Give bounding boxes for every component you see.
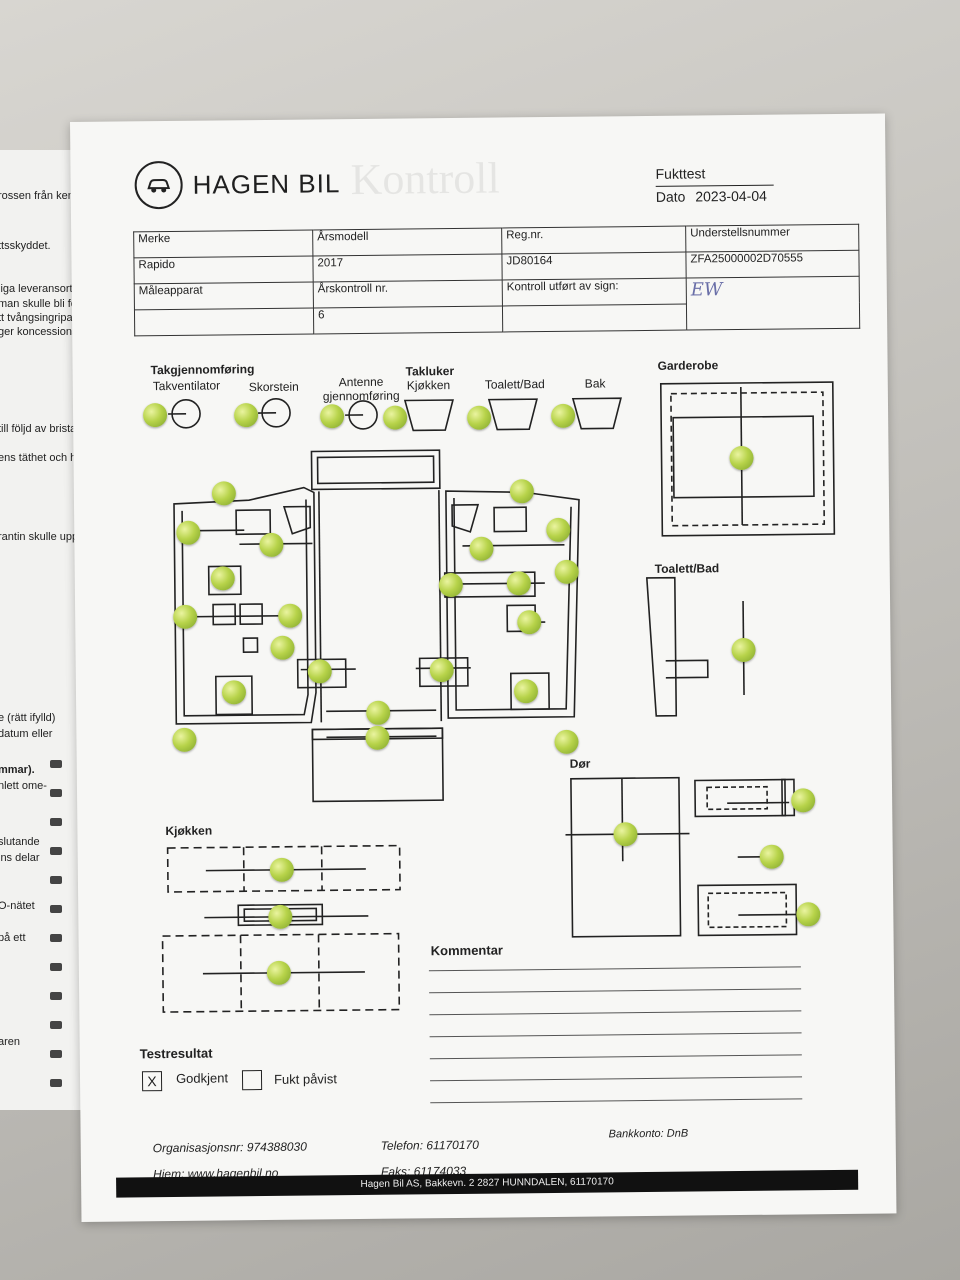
measurement-dot xyxy=(791,788,816,813)
underlying-text: ttsskyddet. xyxy=(0,240,51,252)
measurement-dot xyxy=(554,559,579,584)
measurement-dot xyxy=(269,857,294,882)
measurement-dot xyxy=(176,520,201,545)
underlying-text: aren xyxy=(0,1036,21,1048)
measurement-dot xyxy=(506,571,531,596)
measurement-dot xyxy=(546,517,571,543)
comment-line xyxy=(430,1076,803,1082)
measurement-dot xyxy=(211,481,237,506)
measurement-dot xyxy=(142,403,168,428)
measurement-dot xyxy=(319,404,345,429)
measurement-dot xyxy=(366,700,391,725)
measurement-dot xyxy=(270,635,295,660)
measurement-dot xyxy=(550,403,576,428)
underlying-text: till följd av bristand xyxy=(0,423,89,435)
telefon: Telefon: 61170170 xyxy=(380,1137,479,1153)
measurement-dot xyxy=(278,603,303,628)
underlying-text: mmar). xyxy=(0,764,35,776)
underlying-text: rantin skulle upp- xyxy=(0,531,82,543)
underlying-text: slutande xyxy=(0,836,40,848)
measurement-dot xyxy=(268,904,293,929)
comment-line xyxy=(429,1054,802,1060)
measurement-dot xyxy=(731,637,756,663)
godkjent-label: Godkjent xyxy=(175,1070,229,1086)
measurement-dot xyxy=(307,659,332,684)
underlying-text: ens täthet och hål xyxy=(0,452,85,464)
comment-line xyxy=(430,1098,803,1104)
measurement-dot xyxy=(173,604,198,629)
bankkonto: Bankkonto: DnB xyxy=(608,1127,689,1141)
floor-plan-drawing xyxy=(161,381,836,1013)
measurement-dot xyxy=(438,572,463,598)
measurement-dot xyxy=(613,822,638,847)
measurement-dot xyxy=(210,566,235,591)
kommentar-title: Kommentar xyxy=(430,942,504,959)
org-number: Organisasjonsnr: 974388030 xyxy=(152,1139,307,1156)
measurement-dot xyxy=(365,725,390,750)
inspection-form: Kontroll HAGEN BIL Fukttest Dato 2023-04… xyxy=(70,113,897,1222)
measurement-dot xyxy=(429,658,454,683)
measurement-dot xyxy=(466,405,492,430)
measurement-dot xyxy=(517,610,542,635)
measurement-dot xyxy=(509,479,535,504)
measurement-dot xyxy=(221,680,247,705)
measurement-dot xyxy=(554,729,579,754)
underlying-text: tt tvångsingripande, xyxy=(0,312,95,324)
fukt-pavist-label: Fukt påvist xyxy=(273,1071,337,1087)
measurement-dot xyxy=(729,445,754,471)
measurement-dot xyxy=(259,532,284,558)
spiral-binding xyxy=(36,760,66,1130)
underlying-text: nlett ome- xyxy=(0,780,47,792)
measurement-dot xyxy=(469,536,494,561)
measurement-dot xyxy=(796,902,821,927)
measurement-dot xyxy=(233,403,259,428)
car-icon xyxy=(134,160,183,210)
company-logo: HAGEN BIL xyxy=(134,159,341,210)
fukt-pavist-checkbox[interactable] xyxy=(241,1070,263,1091)
underlying-text: e (rätt ifylld) xyxy=(0,712,56,724)
measurement-dot xyxy=(759,844,784,869)
testresultat-title: Testresultat xyxy=(139,1045,213,1062)
underlying-text: på ett xyxy=(0,932,26,944)
measurement-dot xyxy=(382,405,408,430)
measurement-dot xyxy=(513,679,539,704)
underlying-text: datum eller xyxy=(0,728,53,740)
underlying-text: O-nätet xyxy=(0,900,35,912)
underlying-text: ins delar xyxy=(0,852,40,864)
measurement-dot xyxy=(266,960,292,985)
godkjent-checkbox[interactable]: X xyxy=(141,1071,163,1092)
measurement-dot xyxy=(172,727,197,752)
